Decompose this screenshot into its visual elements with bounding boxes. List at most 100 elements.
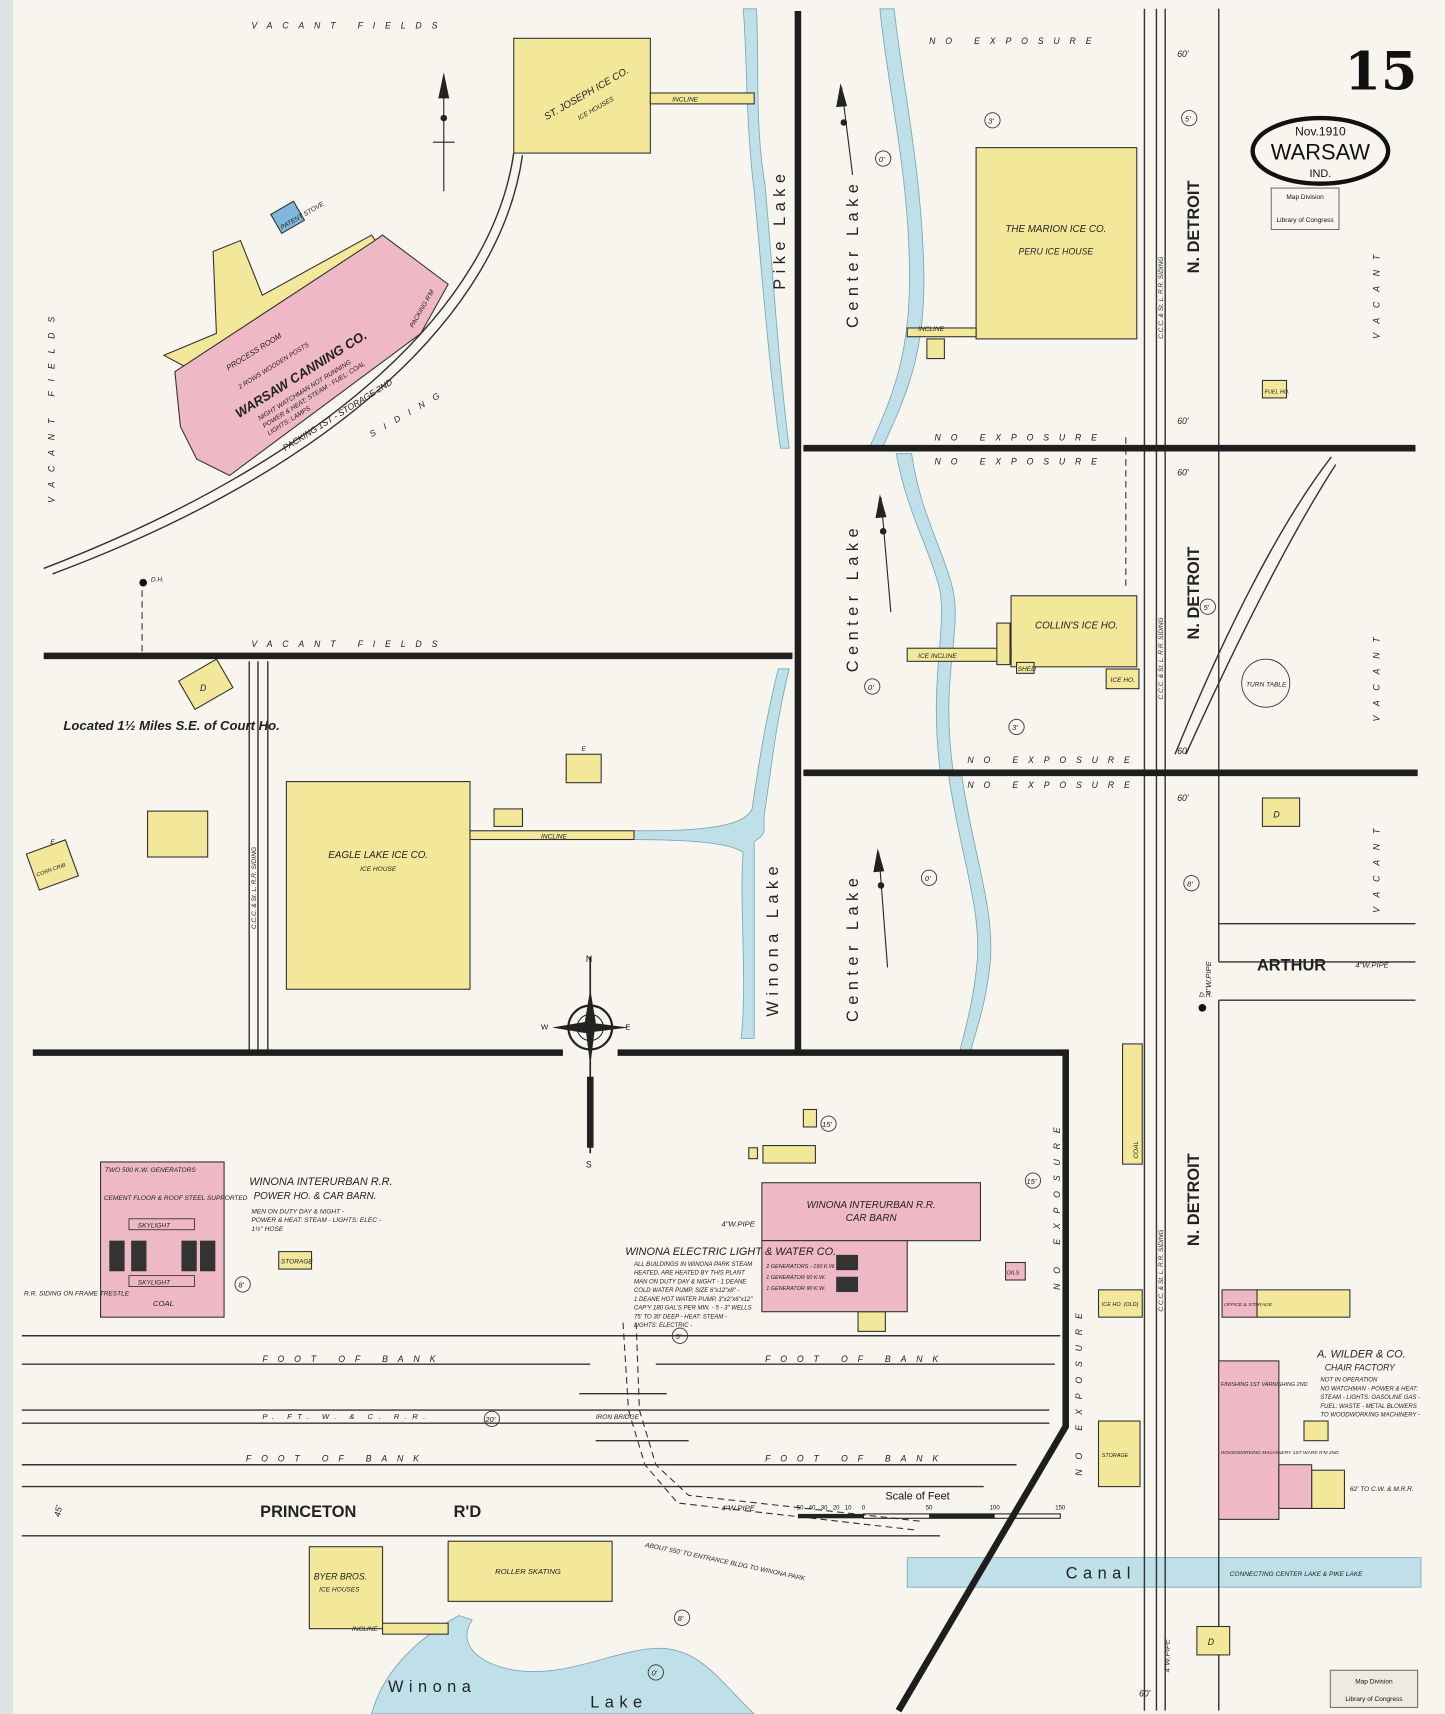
water-pipe-2: 4"W.PIPE — [721, 1504, 755, 1513]
wilder-office — [1221, 1289, 1258, 1318]
collins-shed: SHED — [1018, 666, 1036, 673]
winona-lake-bottom — [371, 1615, 755, 1714]
power-floor: CEMENT FLOOR & ROOF STEEL SUPPORTED — [104, 1195, 248, 1202]
depth-60-6: 60' — [1139, 1688, 1151, 1698]
north-arrow-icon — [873, 848, 889, 968]
winona-lake-channel — [633, 668, 790, 1039]
warsaw-canning-co — [174, 234, 449, 477]
center-lake-label-2: Center Lake — [844, 523, 862, 672]
power-detail-3: 1½" HOSE — [251, 1225, 283, 1233]
street-n-detroit-3: N. DETROIT — [1185, 1153, 1203, 1246]
canal — [906, 1557, 1422, 1588]
pike-lake — [742, 8, 790, 449]
scale-tick-label: 50 — [926, 1506, 933, 1512]
ccc-siding-left: C.C.C. & St. L. R.R. SIDING — [251, 847, 258, 929]
car-barn-name: WINONA INTERURBAN R.R. — [807, 1200, 936, 1211]
ice-ho-old-label: ICE HO. (OLD) — [1102, 1302, 1139, 1308]
winona-bottom-label-2: Lake — [590, 1693, 647, 1711]
north-arrow-icon — [875, 494, 892, 613]
winona-lake-label: Winona Lake — [764, 861, 782, 1017]
sheet-number: 15 — [1344, 42, 1417, 103]
wilder-detail-3: STEAM - LIGHTS: GASOLINE GAS - — [1320, 1395, 1420, 1401]
depth-8-2: 8' — [1187, 880, 1193, 889]
wilder-name: A. WILDER & CO. — [1316, 1349, 1406, 1361]
eagle-lake-ice-house — [285, 781, 471, 990]
vacant-fields-left: VACANT FIELDS — [47, 307, 57, 503]
depth-60-2: 60' — [1177, 416, 1189, 426]
depth-5-3: 5' — [675, 1332, 681, 1341]
stamp-line-1: Map Division — [1286, 194, 1324, 201]
wilder-office: OFFICE & STORAGE — [1224, 1302, 1273, 1308]
power-skylight-2: SKYLIGHT — [138, 1279, 171, 1286]
dwelling-d-2: D — [1273, 810, 1280, 820]
electric-gen-2: 1 GENERATOR 60 K.W. — [766, 1275, 825, 1281]
electric-name: WINONA ELECTRIC LIGHT & WATER CO. — [625, 1246, 836, 1258]
roller-skating-rink — [447, 1540, 613, 1602]
railroad-label: P. FT. W. & C. R.R. — [262, 1412, 431, 1421]
wilder-finishing: FINISHING 1ST VARNISHING 2ND — [1221, 1382, 1308, 1388]
electric-gen-3: 1 GENERATOR 90 K.W. — [766, 1286, 825, 1292]
ice-incline-collins: ICE INCLINE — [918, 653, 957, 660]
street-n-detroit-2: N. DETROIT — [1185, 547, 1203, 640]
building-e-1: E — [581, 746, 586, 753]
electric-detail: HEATED, ARE HEATED BY THIS PLANT — [634, 1271, 746, 1277]
iron-bridge-label: IRON BRIDGE — [596, 1414, 640, 1421]
water-pipe-4: 4"W.PIPE — [1355, 960, 1389, 969]
power-house-name: WINONA INTERURBAN R.R. — [249, 1176, 392, 1188]
water-pipe-5: 4"W.PIPE — [1163, 1638, 1172, 1672]
buildings — [25, 37, 1351, 1656]
power-house-car-barn — [100, 1161, 225, 1318]
wilder-woodworking: WOODWORKING MACHINERY 1ST WARE R'M 2ND — [1221, 1450, 1339, 1456]
water-pipe-1: 4"W.PIPE — [721, 1219, 755, 1228]
street-n-detroit-1: N. DETROIT — [1185, 181, 1203, 274]
electric-gen-1: 2 GENERATORS - 150 K.W. — [765, 1264, 835, 1270]
car-barn-sub: CAR BARN — [846, 1213, 898, 1224]
winona-bottom-label-1: Winona — [388, 1678, 476, 1696]
depth-5-2: 5' — [1203, 603, 1209, 612]
depth-8-3: 8' — [678, 1614, 684, 1623]
compass-s: S — [586, 1159, 592, 1169]
street-princeton: PRINCETON — [260, 1503, 356, 1521]
electric-detail: ALL BUILDINGS IN WINONA PARK STEAM — [633, 1262, 752, 1268]
north-arrow-icon — [432, 72, 455, 192]
vacant-right-3: VACANT — [1371, 819, 1381, 913]
roller-skating-label: ROLLER SKATING — [495, 1567, 561, 1576]
compass-rose-icon: N S E W — [541, 954, 630, 1169]
incline-eagle-lake: INCLINE — [541, 833, 567, 840]
depth-45: 45' — [52, 1504, 64, 1517]
depth-15-1: 15' — [822, 1120, 832, 1129]
scale-tick-label: 0 — [862, 1506, 866, 1512]
dwelling-d-3: D — [1208, 1637, 1215, 1647]
electric-detail: 1 DEANE HOT WATER PUMP, 3"x2"x6"x12" — [634, 1297, 753, 1303]
no-exposure-4: NO EXPOSURE — [967, 755, 1139, 765]
incline-st-joseph: INCLINE — [672, 97, 698, 104]
depth-5-1: 5' — [1185, 114, 1191, 123]
eagle-lake-name: EAGLE LAKE ICE CO. — [328, 850, 428, 861]
depth-60-5: 60' — [1177, 793, 1189, 803]
power-generators: TWO 500 K.W. GENERATORS — [105, 1167, 196, 1174]
vacant-fields-top: VACANT FIELDS — [251, 20, 447, 30]
water-bodies — [371, 8, 1422, 1714]
wilder-chair-factory — [1218, 1360, 1280, 1520]
vacant-right-1: VACANT — [1371, 245, 1381, 339]
street-labels: N. DETROIT N. DETROIT N. DETROIT ARTHUR … — [260, 169, 1363, 1712]
north-arrow-icon — [836, 83, 854, 176]
depth-0-2: 0' — [868, 683, 874, 692]
electric-detail: COLD WATER PUMP, SIZE 6"x12"x8" - — [634, 1288, 739, 1294]
power-detail-2: POWER & HEAT: STEAM - LIGHTS: ELEC - — [251, 1217, 381, 1224]
ccc-siding-1: C.C.C. & St. L. R.R. SIDING — [1158, 257, 1165, 339]
collins-name: COLLIN'S ICE HO. — [1035, 621, 1118, 632]
compass-e: E — [625, 1023, 630, 1032]
no-exposure-1: NO EXPOSURE — [929, 36, 1101, 46]
pike-lake-label: Pike Lake — [771, 169, 789, 290]
depth-60-3: 60' — [1177, 468, 1189, 478]
to-cwmrr-note: 62' TO C.W. & M.R.R. — [1350, 1486, 1414, 1493]
state-name: IND. — [1309, 168, 1331, 180]
byer-sub: ICE HOUSES — [319, 1587, 360, 1594]
depth-8-1: 8' — [238, 1281, 244, 1290]
coal-shed — [1122, 1043, 1143, 1165]
scale-tick-label: 150 — [1055, 1506, 1066, 1512]
wilder-detail-1: NOT IN OPERATION — [1320, 1378, 1378, 1384]
wilder-detail-2: NO WATCHMAN - POWER & HEAT: — [1320, 1386, 1418, 1392]
power-detail-1: MEN ON DUTY DAY & NIGHT - — [251, 1208, 345, 1215]
